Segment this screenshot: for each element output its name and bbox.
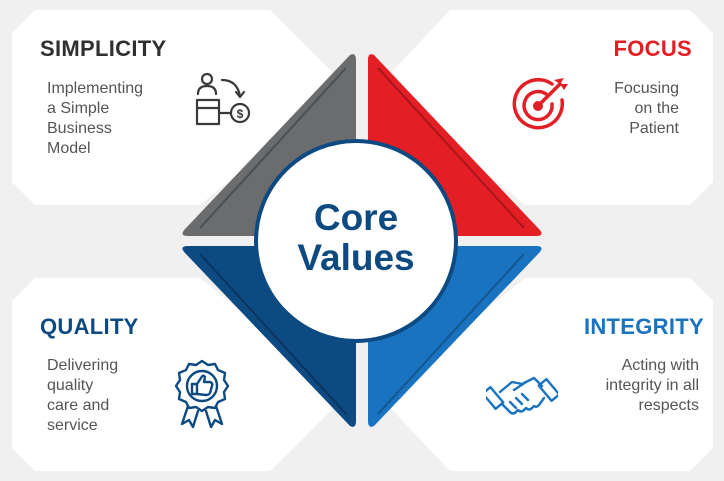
focus-title: FOCUS — [613, 36, 692, 61]
svg-text:$: $ — [237, 107, 244, 121]
simplicity-text: Implementing a Simple Business Model — [47, 80, 144, 157]
quality-text: Delivering quality care and service — [47, 357, 119, 434]
integrity-card — [380, 278, 713, 471]
integrity-edge — [377, 253, 525, 415]
focus-edge — [377, 67, 525, 229]
thumbs-up-badge-icon — [174, 359, 230, 429]
integrity-title: INTEGRITY — [583, 314, 704, 339]
quality-edge — [199, 253, 347, 415]
center-title-line1: Core — [313, 197, 399, 238]
integrity-text: Acting with integrity in all respects — [605, 357, 699, 414]
center-title-line2: Values — [297, 237, 415, 278]
focus-text: Focusing on the Patient — [614, 80, 679, 137]
center-title: Core Values — [265, 198, 447, 278]
quality-title: QUALITY — [40, 314, 139, 339]
center-circle — [254, 139, 458, 343]
business-model-icon: $ — [195, 72, 251, 126]
target-icon — [512, 77, 568, 130]
simplicity-edge — [199, 67, 347, 229]
handshake-icon — [486, 376, 558, 415]
focus-card — [380, 10, 713, 205]
simplicity-card — [12, 10, 345, 205]
simplicity-title: SIMPLICITY — [40, 36, 167, 61]
